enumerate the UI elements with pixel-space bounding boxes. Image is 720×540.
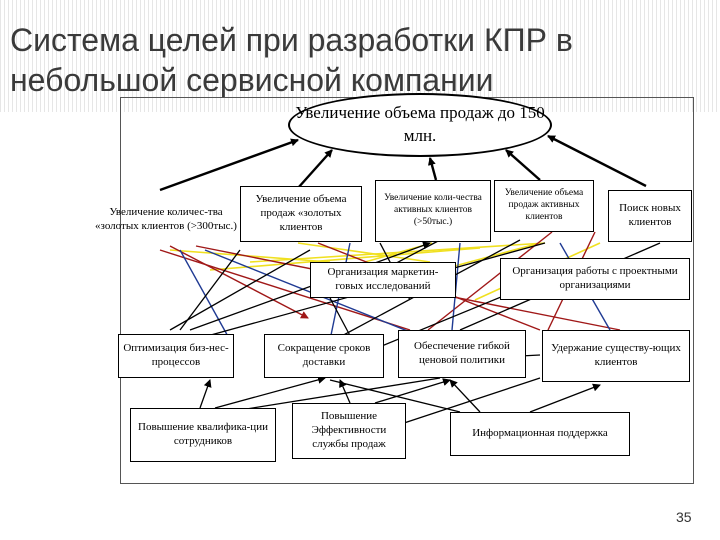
goal-delivery-time: Сокращение сроков доставки bbox=[264, 334, 384, 378]
goal-gold-clients-sales: Увеличение объема продаж «золотых клиент… bbox=[240, 186, 362, 242]
goal-flexible-pricing: Обеспечение гибкой ценовой политики bbox=[398, 330, 526, 378]
goal-info-support: Информационная поддержка bbox=[450, 412, 630, 456]
goal-active-clients-count: Увеличение коли-чества активных клиентов… bbox=[375, 180, 491, 242]
page-number: 35 bbox=[676, 509, 692, 525]
main-goal-arrows bbox=[159, 134, 647, 192]
goal-gold-clients-count: Увеличение количес-тва «золотых клиентов… bbox=[95, 206, 237, 232]
goal-process-optimization: Оптимизация биз-нес-процессов bbox=[118, 334, 234, 378]
main-goal-node: Увеличение объема продаж до 150 млн. bbox=[288, 93, 552, 157]
goal-staff-qualification: Повышение квалифика-ции сотрудников bbox=[130, 408, 276, 462]
goal-new-clients: Поиск новых клиентов bbox=[608, 190, 692, 242]
goal-marketing-research: Организация маркетин-говых исследований bbox=[310, 262, 456, 298]
goal-client-retention: Удержание существу-ющих клиентов bbox=[542, 330, 690, 382]
goal-active-clients-sales: Увеличение объема продаж активных клиент… bbox=[494, 180, 594, 232]
goal-sales-efficiency: Повышение Эффективности службы продаж bbox=[292, 403, 406, 459]
header-stripe bbox=[0, 0, 720, 112]
goal-project-org-work: Организация работы с проектными организа… bbox=[500, 258, 690, 300]
slide-title: Система целей при разработки КПР в небол… bbox=[10, 22, 573, 98]
